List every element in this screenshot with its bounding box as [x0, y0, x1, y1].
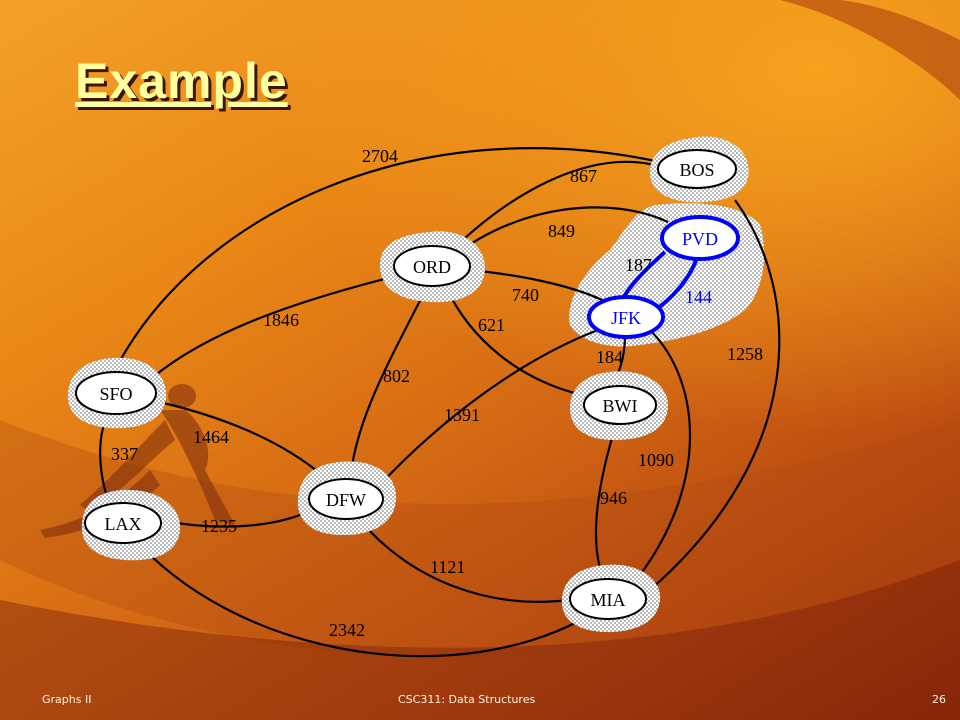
node-label-pvd: PVD [682, 229, 718, 249]
edge-lax-mia [139, 544, 591, 658]
edge-label-bos-mia: 1258 [727, 344, 763, 364]
slide-title: Example [75, 53, 288, 109]
edge-jfk-mia [639, 329, 692, 576]
edge-label-ord-bos: 867 [570, 166, 597, 186]
edge-label-ord-sfo: 1846 [263, 310, 299, 330]
edge-sfo-bos [115, 147, 661, 369]
edge-ord-bwi [443, 284, 583, 397]
footer-course-title: CSC311: Data Structures [398, 693, 536, 706]
edge-label-ord-pvd: 849 [548, 221, 575, 241]
node-sfo[interactable]: SFO [67, 357, 167, 429]
node-label-bos: BOS [679, 160, 714, 180]
edge-ord-bos [439, 160, 656, 263]
edge-label-ord-bwi: 621 [478, 315, 505, 335]
edge-label-jfk-mia: 1090 [638, 450, 674, 470]
edge-sfo-lax [99, 414, 112, 506]
node-bos[interactable]: BOS [649, 136, 749, 203]
edge-label-ord-dfw: 802 [383, 366, 410, 386]
footer-left-text: Graphs II [42, 693, 92, 706]
edge-label-sfo-dfw: 1464 [193, 427, 229, 447]
edge-label-sfo-bos: 2704 [362, 146, 398, 166]
edge-dfw-mia [359, 519, 569, 603]
edge-label-jfk-pvd: 187 [625, 255, 652, 275]
node-label-lax: LAX [105, 514, 142, 534]
edge-label-jfk-bwi: 184 [596, 347, 623, 367]
node-jfk[interactable]: JFK [587, 295, 665, 339]
edge-label-lax-dfw: 1235 [201, 516, 237, 536]
edge-label-ord-jfk: 740 [512, 285, 539, 305]
node-label-jfk: JFK [611, 308, 641, 328]
edge-label-bwi-mia: 946 [600, 488, 627, 508]
node-ord[interactable]: ORD [380, 231, 485, 303]
slide-number: 26 [932, 693, 946, 706]
node-lax[interactable]: LAX [81, 489, 181, 561]
node-pvd[interactable]: PVD [660, 215, 740, 261]
edge-label-dfw-mia: 1121 [430, 557, 465, 577]
edge-sfo-dfw [149, 398, 323, 476]
edge-label-dfw-jfk: 1391 [444, 405, 480, 425]
node-bwi[interactable]: BWI [570, 371, 668, 440]
edge-ord-sfo [151, 273, 401, 379]
edge-ord-dfw [348, 284, 429, 483]
edge-labels: 2704 867 849 187 740 144 1846 621 184 12… [111, 146, 763, 640]
node-dfw[interactable]: DFW [297, 461, 397, 536]
edge-label-lax-mia: 2342 [329, 620, 365, 640]
edge-dfw-jfk [374, 328, 599, 491]
edge-bwi-mia [594, 437, 614, 569]
node-label-bwi: BWI [603, 396, 638, 416]
edge-label-sfo-lax: 337 [111, 444, 138, 464]
edge-label-pvd-jfk: 144 [685, 287, 712, 307]
node-mia[interactable]: MIA [561, 564, 661, 633]
node-label-sfo: SFO [99, 384, 132, 404]
edge-bos-mia [649, 199, 781, 591]
edge-ord-jfk [469, 268, 603, 301]
edge-ord-pvd [454, 206, 669, 256]
node-label-ord: ORD [413, 257, 451, 277]
node-label-mia: MIA [591, 590, 626, 610]
edges [99, 147, 781, 658]
node-label-dfw: DFW [326, 490, 366, 510]
